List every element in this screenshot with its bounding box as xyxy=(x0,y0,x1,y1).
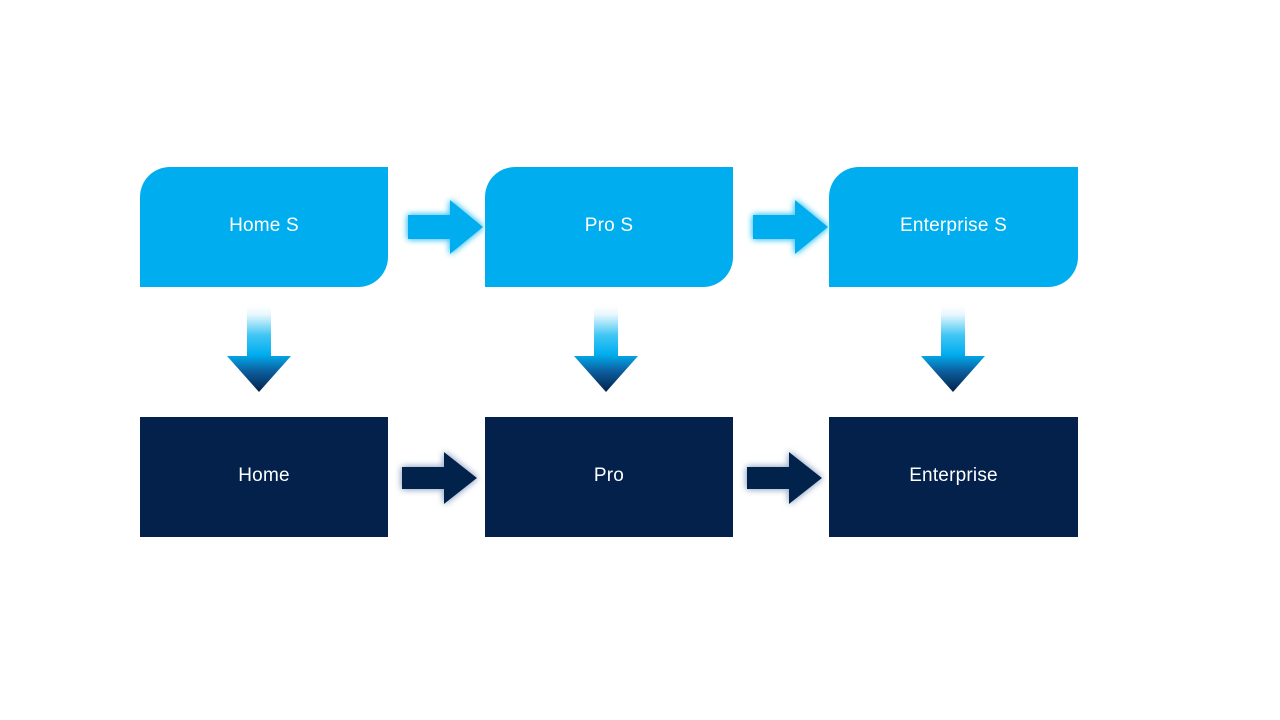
node-label: Home S xyxy=(229,214,299,236)
node-home[interactable]: Home xyxy=(140,417,388,537)
node-label: Home xyxy=(238,464,290,486)
node-home-s[interactable]: Home S xyxy=(140,167,388,287)
node-label: Enterprise S xyxy=(900,214,1007,236)
arrow-down-icon-home-s-to-home xyxy=(225,306,293,394)
node-pro[interactable]: Pro xyxy=(485,417,733,537)
arrow-right-icon-home-to-pro xyxy=(400,447,480,509)
arrow-down-icon-pro-s-to-pro xyxy=(572,306,640,394)
arrow-right-icon-pro-to-enterprise xyxy=(745,447,825,509)
arrow-down-icon-enterprise-s-to-enterprise xyxy=(919,306,987,394)
node-pro-s[interactable]: Pro S xyxy=(485,167,733,287)
node-label: Pro xyxy=(593,464,625,486)
node-enterprise-s[interactable]: Enterprise S xyxy=(829,167,1078,287)
arrow-right-icon-pro-s-to-enterprise-s xyxy=(751,196,831,258)
node-label: Enterprise xyxy=(909,464,998,486)
node-enterprise[interactable]: Enterprise xyxy=(829,417,1078,537)
node-label: Pro S xyxy=(584,214,634,236)
arrow-right-icon-home-s-to-pro-s xyxy=(406,196,486,258)
